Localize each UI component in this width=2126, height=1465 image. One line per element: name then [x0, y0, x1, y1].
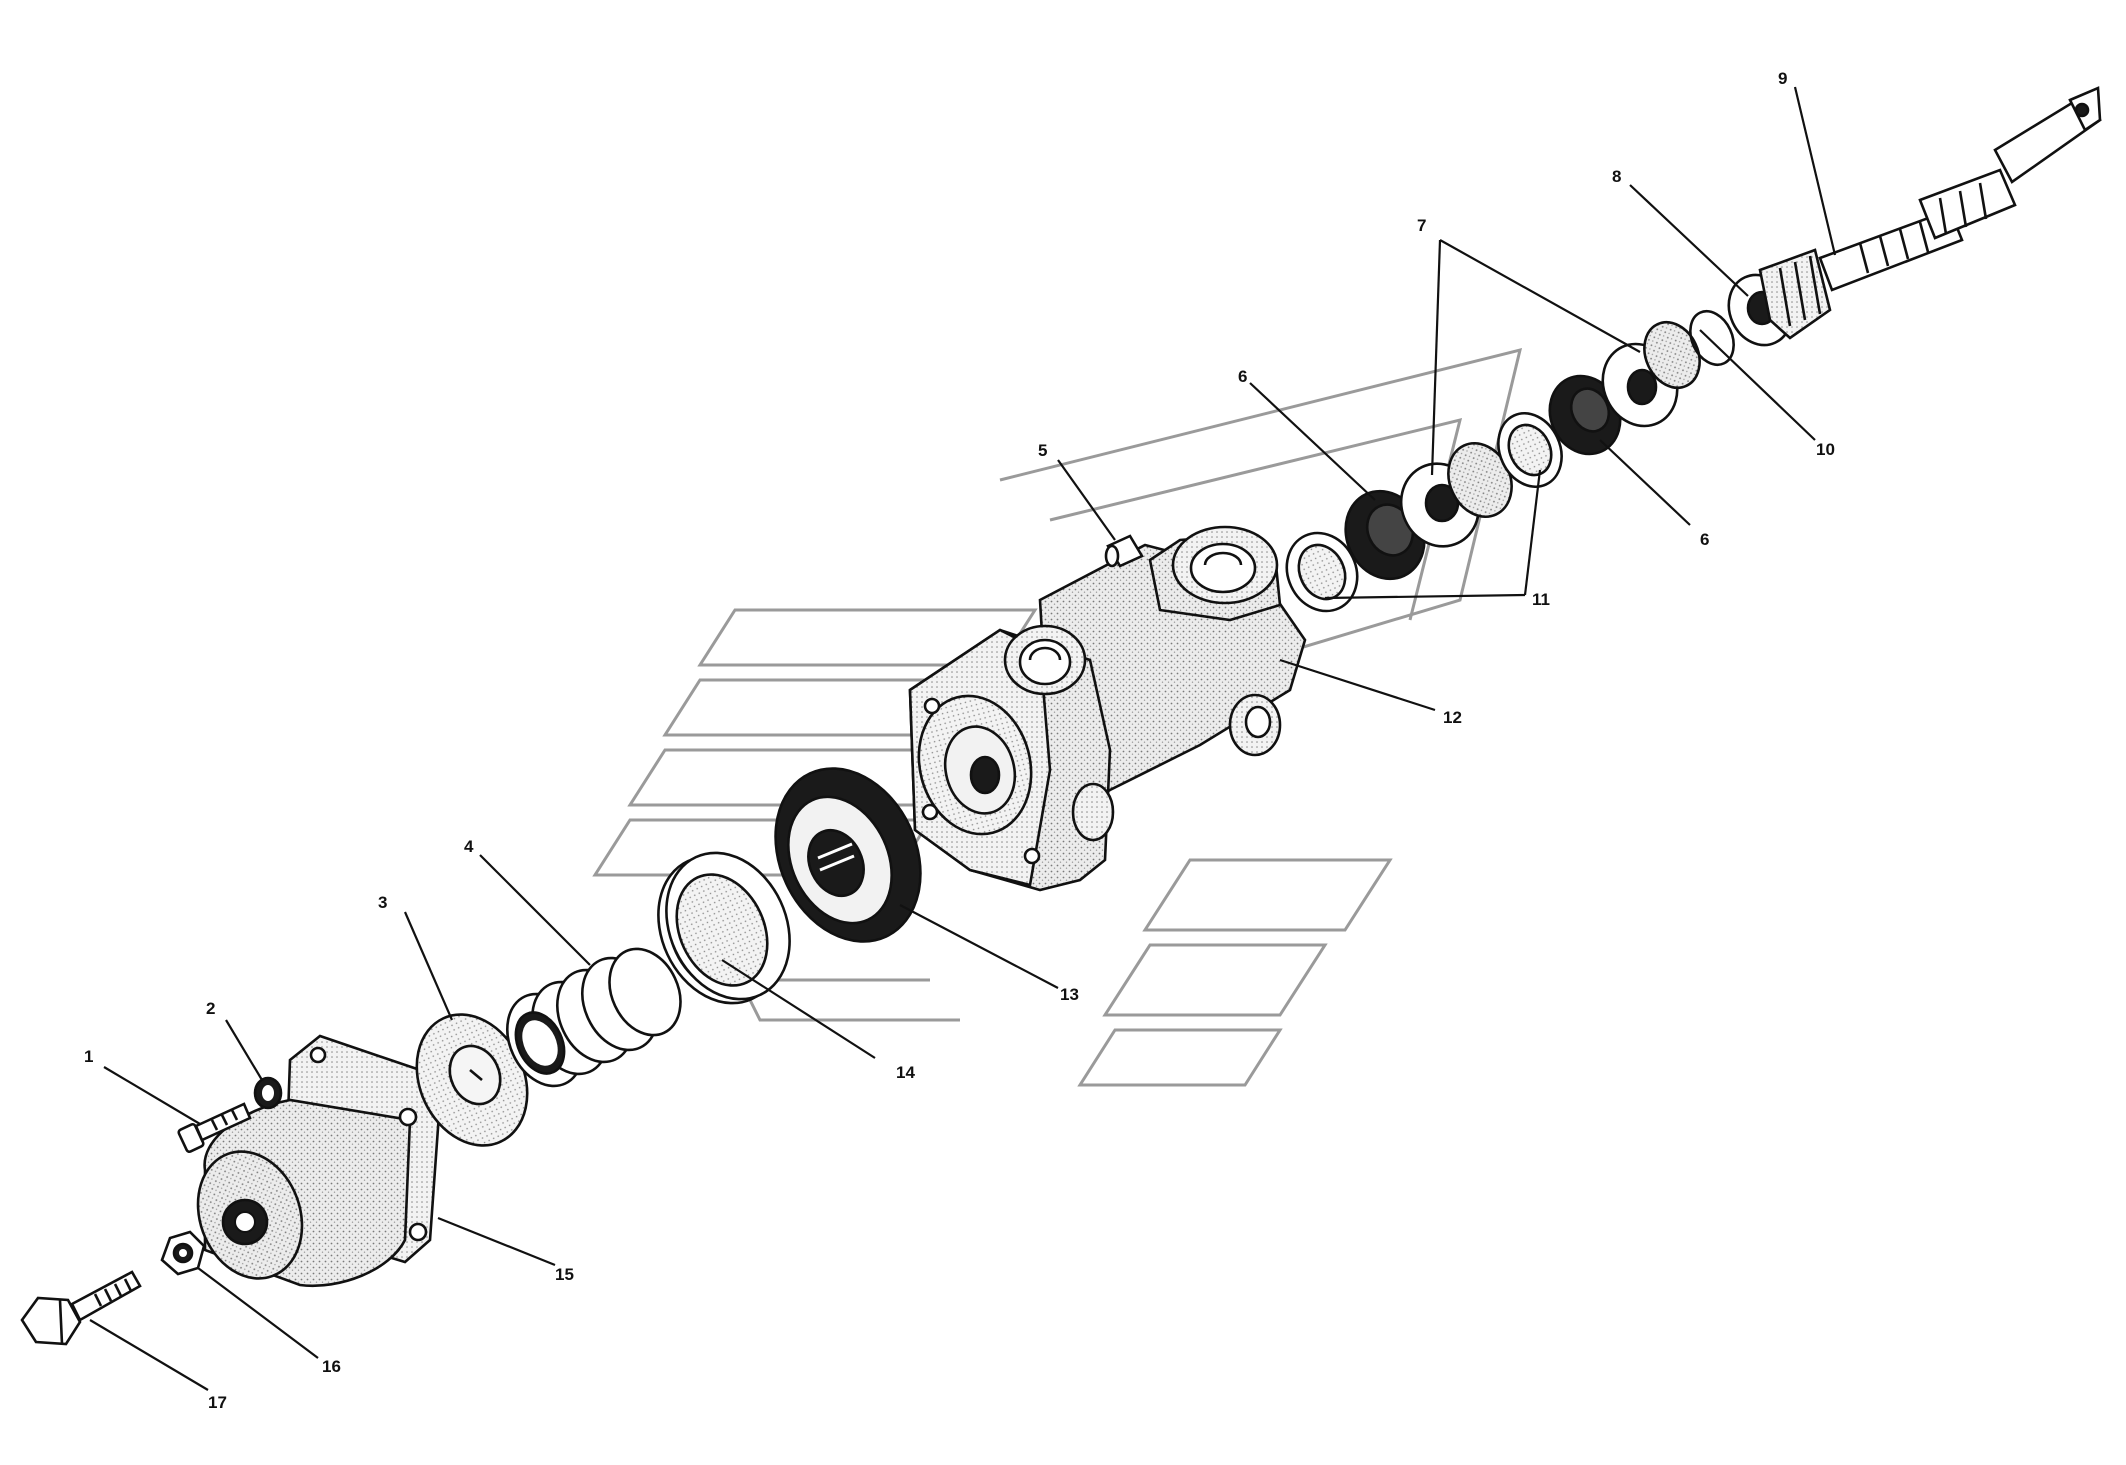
leader-9 — [1793, 86, 1837, 256]
callout-3: 3 — [378, 893, 387, 912]
callout-17: 17 — [208, 1393, 227, 1412]
leader-11a — [1324, 593, 1526, 600]
part-4-spring — [506, 947, 682, 1088]
part-7-sleeve-left — [1399, 442, 1513, 548]
callout-2: 2 — [206, 999, 215, 1018]
part-10-snap-ring — [1689, 309, 1735, 367]
callout-9: 9 — [1778, 69, 1787, 88]
leader-14 — [721, 959, 876, 1059]
part-17-bolt — [20, 1270, 142, 1346]
callout-1: 1 — [84, 1047, 93, 1066]
callout-13: 13 — [1060, 985, 1079, 1004]
leader-5 — [1057, 459, 1116, 541]
callout-5: 5 — [1038, 441, 1047, 460]
callout-7: 7 — [1417, 216, 1426, 235]
part-2-washer — [253, 1076, 283, 1110]
leader-3 — [403, 911, 454, 1021]
leader-6a — [1249, 382, 1376, 501]
leader-7a — [1430, 239, 1442, 476]
leader-11b — [1523, 469, 1542, 596]
leader-6b — [1599, 439, 1691, 526]
callout-14: 14 — [896, 1063, 915, 1082]
part-16-nut — [160, 1230, 206, 1276]
callout-4: 4 — [464, 837, 474, 856]
part-1-screw — [177, 1102, 252, 1153]
part-5-pin — [1104, 534, 1144, 568]
part-15-housing-cap — [196, 1034, 442, 1288]
leader-7b — [1439, 239, 1641, 353]
leader-10 — [1699, 329, 1816, 441]
callout-15: 15 — [555, 1265, 574, 1284]
callout-12: 12 — [1443, 708, 1462, 727]
leader-2 — [225, 1019, 263, 1081]
part-7-sleeve-right — [1601, 320, 1701, 428]
callout-11: 11 — [1532, 590, 1550, 609]
part-11-ring-right — [1497, 412, 1563, 488]
part-14-seal-ring — [657, 851, 791, 1005]
callout-16: 16 — [322, 1357, 341, 1376]
callout-labels: 1 2 3 4 5 6 6 7 8 9 10 11 12 13 14 15 16… — [84, 69, 1835, 1412]
leader-17 — [89, 1319, 209, 1391]
part-3-plate — [415, 1013, 529, 1147]
leader-8 — [1629, 184, 1749, 297]
callout-10: 10 — [1816, 440, 1835, 459]
callout-8: 8 — [1612, 167, 1621, 186]
leader-12 — [1279, 658, 1436, 712]
part-12-valve-body — [908, 525, 1307, 892]
leader-13 — [899, 904, 1059, 989]
leader-15 — [437, 1216, 556, 1267]
leader-lines — [89, 86, 1837, 1391]
callout-6b: 6 — [1700, 530, 1709, 549]
leader-16 — [197, 1267, 319, 1359]
part-11-ring-left — [1285, 531, 1359, 613]
part-13-diaphragm — [774, 767, 922, 943]
part-9-shaft — [1758, 86, 2102, 340]
part-6-bushing-right — [1548, 374, 1622, 456]
leader-4 — [479, 854, 591, 966]
leader-1 — [103, 1066, 201, 1125]
callout-6a: 6 — [1238, 367, 1247, 386]
